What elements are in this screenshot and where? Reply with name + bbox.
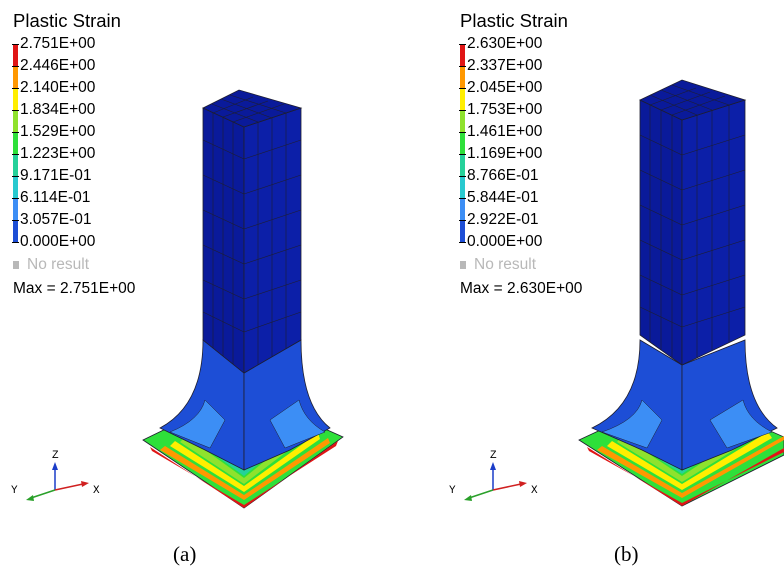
column-right-face bbox=[681, 99, 746, 366]
column-right-face bbox=[243, 107, 302, 374]
flare-left-light bbox=[601, 399, 663, 449]
legend-tick-label: 0.000E+00 bbox=[458, 233, 543, 250]
legend-tick-label: 2.751E+00 bbox=[11, 35, 96, 52]
no-result-label: No result bbox=[474, 256, 537, 273]
base-band-yellow bbox=[170, 433, 320, 492]
legend-tick-label: 6.114E-01 bbox=[11, 189, 91, 206]
flare-left bbox=[591, 339, 683, 471]
legend-tick-label: 1.529E+00 bbox=[11, 123, 96, 140]
max-value: Max = 2.751E+00 bbox=[13, 280, 136, 297]
no-result-legend: No result bbox=[13, 256, 89, 274]
axis-y-label: Y bbox=[11, 485, 18, 497]
column-top-face bbox=[639, 79, 747, 121]
base-band-orange bbox=[160, 438, 330, 500]
panel-b: Z X Y Plastic Strain 2.630E+00 2.337E+00… bbox=[392, 0, 784, 574]
axis-x-label: X bbox=[93, 485, 100, 497]
legend-tick-label: 2.630E+00 bbox=[458, 35, 543, 52]
max-value: Max = 2.630E+00 bbox=[460, 280, 583, 297]
legend-tick-label: 1.753E+00 bbox=[458, 101, 543, 118]
axis-y-label: Y bbox=[449, 485, 456, 497]
legend-tick-label: 0.000E+00 bbox=[11, 233, 96, 250]
axis-z-label: Z bbox=[490, 450, 497, 462]
base-band-lime bbox=[180, 428, 310, 484]
flare-right-light bbox=[269, 399, 326, 449]
legend-tick-label: 8.766E-01 bbox=[459, 167, 539, 184]
color-bar bbox=[13, 44, 18, 242]
column-top-face bbox=[202, 89, 303, 128]
legend-tick-label: 3.057E-01 bbox=[12, 211, 92, 228]
flare-left bbox=[159, 339, 245, 471]
legend-tick-label: 2.337E+00 bbox=[458, 57, 543, 74]
base-band-orange bbox=[597, 436, 784, 498]
axis-z-label: Z bbox=[52, 450, 59, 462]
legend-title: Plastic Strain bbox=[13, 10, 121, 31]
legend-tick-label: 1.834E+00 bbox=[11, 101, 96, 118]
axis-triad: Z X Y bbox=[449, 450, 538, 501]
caption: (b) bbox=[614, 542, 639, 566]
no-result-legend: No result bbox=[460, 256, 536, 274]
flare-right-light bbox=[709, 399, 773, 449]
base-band-lime bbox=[617, 428, 760, 482]
axis-triad: Z X Y bbox=[11, 450, 100, 501]
panel-a: Z X Y Plastic Strain 2.751E+00 2.446E+00… bbox=[11, 10, 344, 566]
legend-title: Plastic Strain bbox=[460, 10, 568, 31]
no-result-label: No result bbox=[27, 256, 90, 273]
no-result-swatch bbox=[460, 261, 466, 269]
column-left-face bbox=[202, 107, 245, 374]
legend-tick-label: 2.446E+00 bbox=[11, 57, 96, 74]
legend-tick-label: 2.922E-01 bbox=[459, 211, 539, 228]
flare-left-light bbox=[169, 399, 226, 449]
legend-tick-label: 5.844E-01 bbox=[459, 189, 539, 206]
axis-x-label: X bbox=[531, 485, 538, 497]
no-result-swatch bbox=[13, 261, 19, 269]
legend-tick-label: 1.223E+00 bbox=[11, 145, 96, 162]
color-bar bbox=[460, 44, 465, 242]
caption: (a) bbox=[173, 542, 197, 566]
base-band-yellow bbox=[607, 432, 772, 490]
legend-tick-label: 2.045E+00 bbox=[458, 79, 543, 96]
legend-tick-label: 1.169E+00 bbox=[458, 145, 543, 162]
fem-model-a: Z X Y bbox=[11, 89, 344, 509]
legend-tick-label: 2.140E+00 bbox=[11, 79, 96, 96]
legend-tick-label: 1.461E+00 bbox=[458, 123, 543, 140]
fem-model-b: Z X Y bbox=[449, 79, 784, 507]
legend-tick-label: 9.171E-01 bbox=[12, 167, 92, 184]
